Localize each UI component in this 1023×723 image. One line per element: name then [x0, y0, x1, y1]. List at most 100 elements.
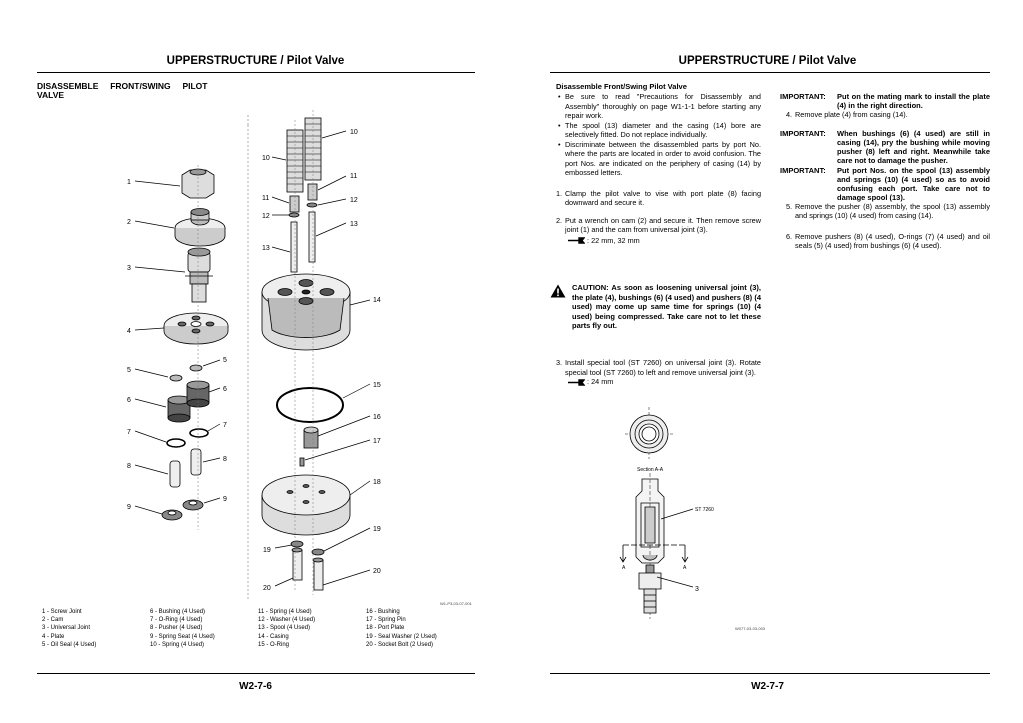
- callout-label: 14: [373, 297, 381, 304]
- step-6: 6. Remove pushers (8) (4 used), O-rings …: [780, 232, 990, 251]
- step-5: 5. Remove the pusher (8) assembly, the s…: [780, 202, 990, 221]
- casing-part: [261, 273, 351, 351]
- legend-item: 18 - Port Plate: [366, 625, 405, 632]
- legend-item: 2 - Cam: [42, 617, 64, 624]
- small-spring-part: [307, 183, 318, 201]
- callout-label: 7: [127, 429, 131, 436]
- legend-item: 3 - Universal Joint: [42, 625, 91, 632]
- casing-bushing-part: [303, 426, 319, 449]
- oil-seal-part: [189, 364, 203, 372]
- step-number: 2.: [556, 215, 563, 225]
- washer-part: [288, 212, 300, 218]
- legend-column: 1 - Screw Joint 2 - Cam 3 - Universal Jo…: [42, 608, 96, 649]
- step-text: Clamp the pilot valve to vise with port …: [565, 188, 761, 208]
- step-1: 1. Clamp the pilot valve to vise with po…: [556, 189, 761, 208]
- seal-washer-part: [311, 548, 325, 556]
- callout-label: 6: [223, 386, 227, 393]
- right-page-number: W2-7-7: [751, 681, 784, 692]
- header-rule: [550, 72, 990, 73]
- legend-item: 10 - Spring (4 Used): [150, 641, 205, 648]
- legend-item: 17 - Spring Pin: [366, 617, 406, 624]
- callout-label: 20: [373, 568, 381, 575]
- warning-triangle-icon: [550, 284, 566, 298]
- legend-item: 13 - Spool (4 Used): [258, 625, 311, 632]
- legend-item: 4 - Plate: [42, 633, 65, 640]
- callout-label: 11: [350, 173, 357, 180]
- callout-label: 12: [350, 197, 358, 204]
- seal-washer-part: [290, 540, 304, 548]
- callout-label: 17: [373, 438, 381, 445]
- section-label: Section A-A: [637, 467, 664, 473]
- header-rule: [37, 72, 475, 73]
- tool-size-1: : 22 mm, 32 mm: [556, 236, 761, 246]
- callout-label: 13: [350, 221, 358, 228]
- left-page-number: W2-7-6: [239, 681, 272, 692]
- callout-label: 10: [350, 129, 358, 136]
- wrench-icon: [568, 237, 586, 244]
- oil-seal-part: [169, 374, 183, 382]
- spring-seat-part: [161, 499, 204, 521]
- caution-note: CAUTION: As soon as loosening universal …: [550, 283, 761, 331]
- o-ring-part: [189, 428, 209, 438]
- step-text: Put a wrench on cam (2) and secure it. T…: [565, 215, 761, 235]
- legend-item: 8 - Pusher (4 Used): [150, 625, 203, 632]
- cam-part: [174, 208, 226, 247]
- bullet-item: Be sure to read "Precautions for Disasse…: [556, 92, 761, 121]
- section-mark-a: A: [683, 565, 687, 571]
- step-text: Install special tool (ST 7260) on univer…: [565, 358, 761, 377]
- callout-label: 19: [373, 526, 381, 533]
- callout-label: 9: [127, 504, 131, 511]
- legend-column: 16 - Bushing 17 - Spring Pin 18 - Port P…: [366, 608, 437, 649]
- important-text: Put on the mating mark to install the pl…: [837, 92, 990, 110]
- spring-part: [286, 117, 322, 193]
- special-tool-diagram: Section A-A ST 7260 A A 3: [619, 407, 714, 619]
- step-number: 6.: [786, 231, 793, 241]
- left-figure-code: W1-P3-03-07-001: [440, 601, 472, 606]
- bullet-item: Discriminate between the disassembled pa…: [556, 140, 761, 178]
- small-spring-part: [289, 195, 300, 213]
- tool-size-text: : 22 mm, 32 mm: [587, 235, 640, 245]
- washer-part: [306, 202, 318, 208]
- left-page-header: UPPERSTRUCTURE / Pilot Valve: [166, 55, 345, 67]
- tool-size-2: : 24 mm: [556, 377, 761, 387]
- callout-label: 8: [223, 456, 227, 463]
- step-4: 4. Remove plate (4) from casing (14).: [780, 110, 990, 120]
- important-note: IMPORTANT: Put on the mating mark to ins…: [780, 92, 990, 110]
- universal-joint-part: [185, 247, 213, 303]
- legend-item: 12 - Washer (4 Used): [258, 617, 316, 624]
- step-text: Remove pushers (8) (4 used), O-rings (7)…: [795, 231, 990, 251]
- footer-rule: [37, 673, 475, 674]
- important-label: IMPORTANT:: [780, 165, 826, 175]
- legend-item: 6 - Bushing (4 Used): [150, 609, 206, 615]
- callout-label: 15: [373, 382, 381, 389]
- callout-label: 2: [127, 219, 131, 226]
- right-page-header: UPPERSTRUCTURE / Pilot Valve: [678, 55, 857, 67]
- legend-item: 20 - Socket Bolt (2 Used): [366, 641, 434, 648]
- legend-column: 6 - Bushing (4 Used) 7 - O-Ring (4 Used)…: [150, 608, 215, 649]
- callout-label: 10: [262, 155, 270, 162]
- exploded-view-diagram: 1 2 3 4 5 5 6 6 7 7 8 8 9 9 10 10 11 11 …: [127, 110, 381, 600]
- pusher-part: [169, 448, 202, 488]
- callout-label: 9: [223, 496, 227, 503]
- left-page: UPPERSTRUCTURE / Pilot Valve DISASSEMBLE…: [0, 0, 511, 723]
- bushing-part: [167, 380, 210, 423]
- legend-item: 11 - Spring (4 Used): [258, 609, 312, 615]
- step-number: 5.: [786, 201, 793, 211]
- legend-column: 11 - Spring (4 Used) 12 - Washer (4 Used…: [258, 608, 315, 649]
- spring-pin-part: [299, 457, 305, 467]
- screw-joint-part: [181, 168, 215, 199]
- callout-label: 19: [263, 547, 271, 554]
- callout-label: 6: [127, 397, 131, 404]
- callout-label: 16: [373, 414, 381, 421]
- section-mark-a: A: [622, 565, 626, 571]
- callout-label: 20: [263, 585, 271, 592]
- callout-label: 11: [262, 195, 269, 202]
- legend-item: 5 - Oil Seal (4 Used): [42, 641, 97, 648]
- socket-bolt-part: [291, 547, 324, 591]
- callout-label: 1: [127, 179, 131, 186]
- callout-label: 13: [262, 245, 270, 252]
- legend-item: 14 - Casing: [258, 633, 289, 640]
- spool-part: [290, 211, 316, 273]
- part-callout: 3: [695, 586, 699, 593]
- step-text: Remove the pusher (8) assembly, the spoo…: [795, 201, 990, 221]
